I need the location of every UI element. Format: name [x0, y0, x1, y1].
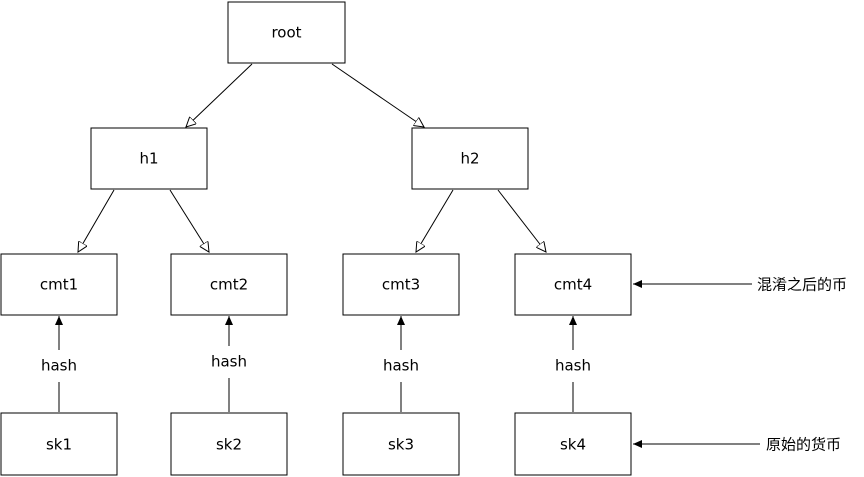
- node-cmt3: cmt3: [342, 253, 460, 316]
- node-h2-label: h2: [460, 150, 479, 168]
- edge-root-h2: [331, 63, 424, 127]
- node-cmt3-label: cmt3: [382, 276, 420, 294]
- original-coin-label: 原始的货币: [766, 436, 841, 454]
- node-cmt2: cmt2: [170, 253, 288, 316]
- edge-h1-cmt1: [78, 189, 115, 252]
- hash-label-1: hash: [41, 357, 77, 375]
- node-root: root: [227, 1, 346, 64]
- node-sk2-label: sk2: [216, 436, 242, 454]
- node-cmt2-label: cmt2: [210, 276, 248, 294]
- node-cmt4: cmt4: [514, 253, 632, 316]
- hash-label-4: hash: [555, 357, 591, 375]
- node-root-label: root: [271, 24, 301, 42]
- node-cmt4-label: cmt4: [554, 276, 592, 294]
- edge-h2-cmt4: [497, 189, 546, 252]
- node-sk4: sk4: [514, 412, 632, 476]
- node-sk1: sk1: [0, 412, 118, 476]
- node-sk3: sk3: [342, 412, 460, 476]
- node-sk3-label: sk3: [388, 436, 414, 454]
- node-h2: h2: [411, 127, 529, 190]
- node-sk2: sk2: [170, 412, 288, 476]
- node-cmt1-label: cmt1: [40, 276, 78, 294]
- edge-h1-cmt2: [169, 189, 209, 252]
- edge-h2-cmt3: [416, 189, 454, 252]
- hash-label-2: hash: [211, 353, 247, 371]
- node-cmt1: cmt1: [0, 253, 118, 316]
- node-sk4-label: sk4: [560, 436, 586, 454]
- edge-root-h1: [186, 63, 253, 127]
- node-sk1-label: sk1: [46, 436, 72, 454]
- node-h1: h1: [90, 127, 208, 190]
- hash-label-3: hash: [383, 357, 419, 375]
- node-h1-label: h1: [139, 150, 158, 168]
- mixed-coin-label: 混淆之后的币: [757, 276, 847, 294]
